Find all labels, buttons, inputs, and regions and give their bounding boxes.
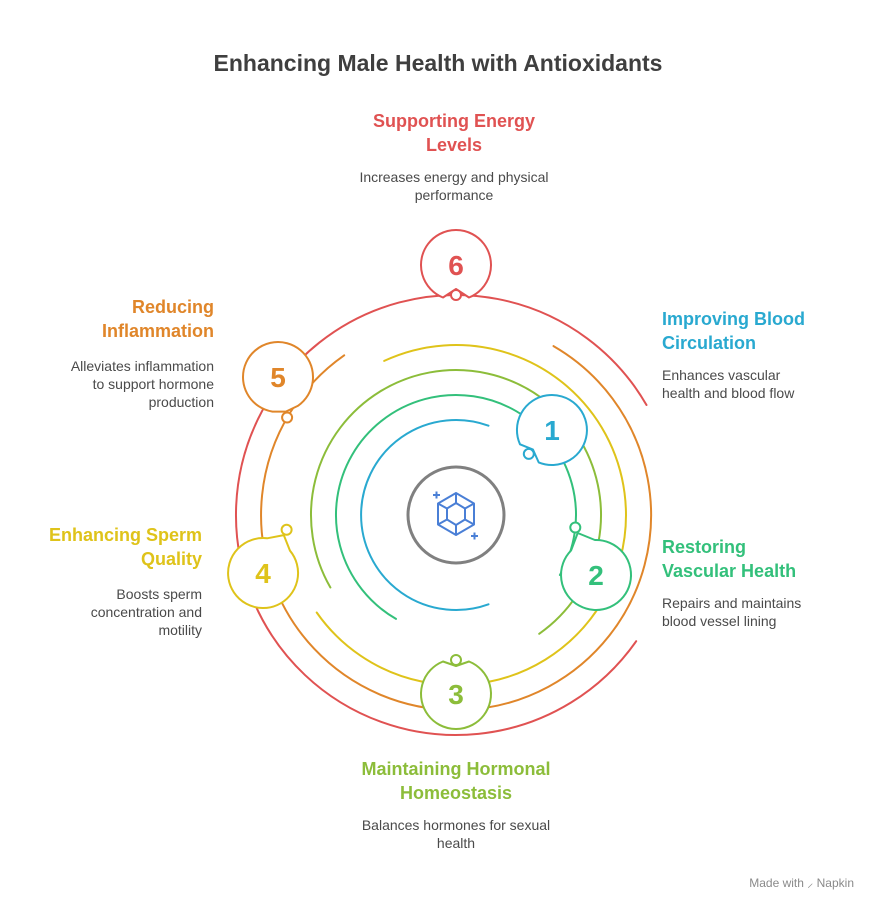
ring-dot-4 <box>280 523 293 536</box>
item-4-title-line2: Quality <box>140 549 202 569</box>
ring-dot-2 <box>569 521 582 534</box>
made-with-label: Made with <box>749 876 804 890</box>
item-3-desc-line2: health <box>436 835 476 851</box>
ring-dot-6 <box>450 289 462 301</box>
item-6-desc-line2: performance <box>414 187 494 203</box>
item-2-title-line1: Restoring <box>662 537 747 557</box>
center-circle <box>406 465 506 565</box>
ring-arc-1 <box>360 419 490 611</box>
item-3-description: Balances hormones for sexual health <box>300 816 612 852</box>
item-5-title-line2: Inflammation <box>101 321 214 341</box>
item-2-description: Repairs and maintains blood vessel linin… <box>662 594 862 630</box>
item-6-title-line2: Levels <box>425 135 483 155</box>
item-1-description: Enhances vascular health and blood flow <box>662 366 852 402</box>
bubble-5 <box>242 341 315 413</box>
item-6-number: 6 <box>448 250 464 281</box>
item-5-desc-line1: Alleviates inflammation <box>70 358 214 374</box>
bubble-4 <box>227 534 300 610</box>
item-6-title: Supporting Energy Levels <box>320 109 588 157</box>
ring-dot-1 <box>522 447 535 460</box>
item-3-desc-line1: Balances hormones for sexual <box>361 817 551 833</box>
item-4-description: Boosts sperm concentration and motility <box>12 585 202 639</box>
item-1-desc-line2: health and blood flow <box>662 385 795 401</box>
item-4-desc-line2: concentration and <box>90 604 202 620</box>
item-6-desc-line1: Increases energy and physical <box>359 169 549 185</box>
item-5-number: 5 <box>270 362 286 393</box>
page-title: Enhancing Male Health with Antioxidants <box>213 50 663 76</box>
ring-arc-2 <box>335 394 577 620</box>
item-4-number: 4 <box>255 558 271 589</box>
item-3-title-line1: Maintaining Hormonal <box>361 759 551 779</box>
bubble-3 <box>420 660 492 730</box>
ring-dot-3 <box>450 654 462 666</box>
item-4-desc-line1: Boosts sperm <box>116 586 202 602</box>
item-5-title: Reducing Inflammation <box>14 295 214 343</box>
napkin-brand: Napkin <box>816 876 854 890</box>
item-6-title-line1: Supporting Energy <box>373 111 535 131</box>
item-3-title: Maintaining Hormonal Homeostasis <box>300 757 612 805</box>
item-1-number: 1 <box>544 415 560 446</box>
footer: Made with ⸝ Napkin <box>749 874 854 891</box>
item-2-number: 2 <box>588 560 604 591</box>
item-3-title-line2: Homeostasis <box>399 783 513 803</box>
item-4-desc-line3: motility <box>158 622 202 638</box>
item-1-title-line2: Circulation <box>662 333 757 353</box>
item-1-title: Improving Blood Circulation <box>662 307 852 355</box>
item-5-title-line1: Reducing <box>131 297 214 317</box>
item-1-title-line1: Improving Blood <box>662 309 805 329</box>
bubble-6 <box>420 229 492 299</box>
item-1-desc-line1: Enhances vascular <box>662 367 781 383</box>
item-4-title: Enhancing Sperm Quality <box>12 523 202 571</box>
item-2-desc-line1: Repairs and maintains <box>662 595 802 611</box>
item-5-description: Alleviates inflammation to support hormo… <box>14 357 214 411</box>
diamond-gem-icon <box>433 491 478 540</box>
bubble-2 <box>560 532 632 611</box>
ring-arc-6 <box>235 294 648 737</box>
item-6-description: Increases energy and physical performanc… <box>310 168 598 204</box>
item-2-title-line2: Vascular Health <box>662 561 797 581</box>
napkin-logo-icon: ⸝ <box>807 876 814 890</box>
item-4-title-line1: Enhancing Sperm <box>48 525 202 545</box>
item-5-desc-line3: production <box>148 394 214 410</box>
item-5-desc-line2: to support hormone <box>92 376 214 392</box>
item-2-title: Restoring Vascular Health <box>662 535 862 583</box>
item-2-desc-line2: blood vessel lining <box>662 613 777 629</box>
bubble-1 <box>515 394 588 466</box>
ring-dot-5 <box>281 411 294 424</box>
item-3-number: 3 <box>448 679 464 710</box>
